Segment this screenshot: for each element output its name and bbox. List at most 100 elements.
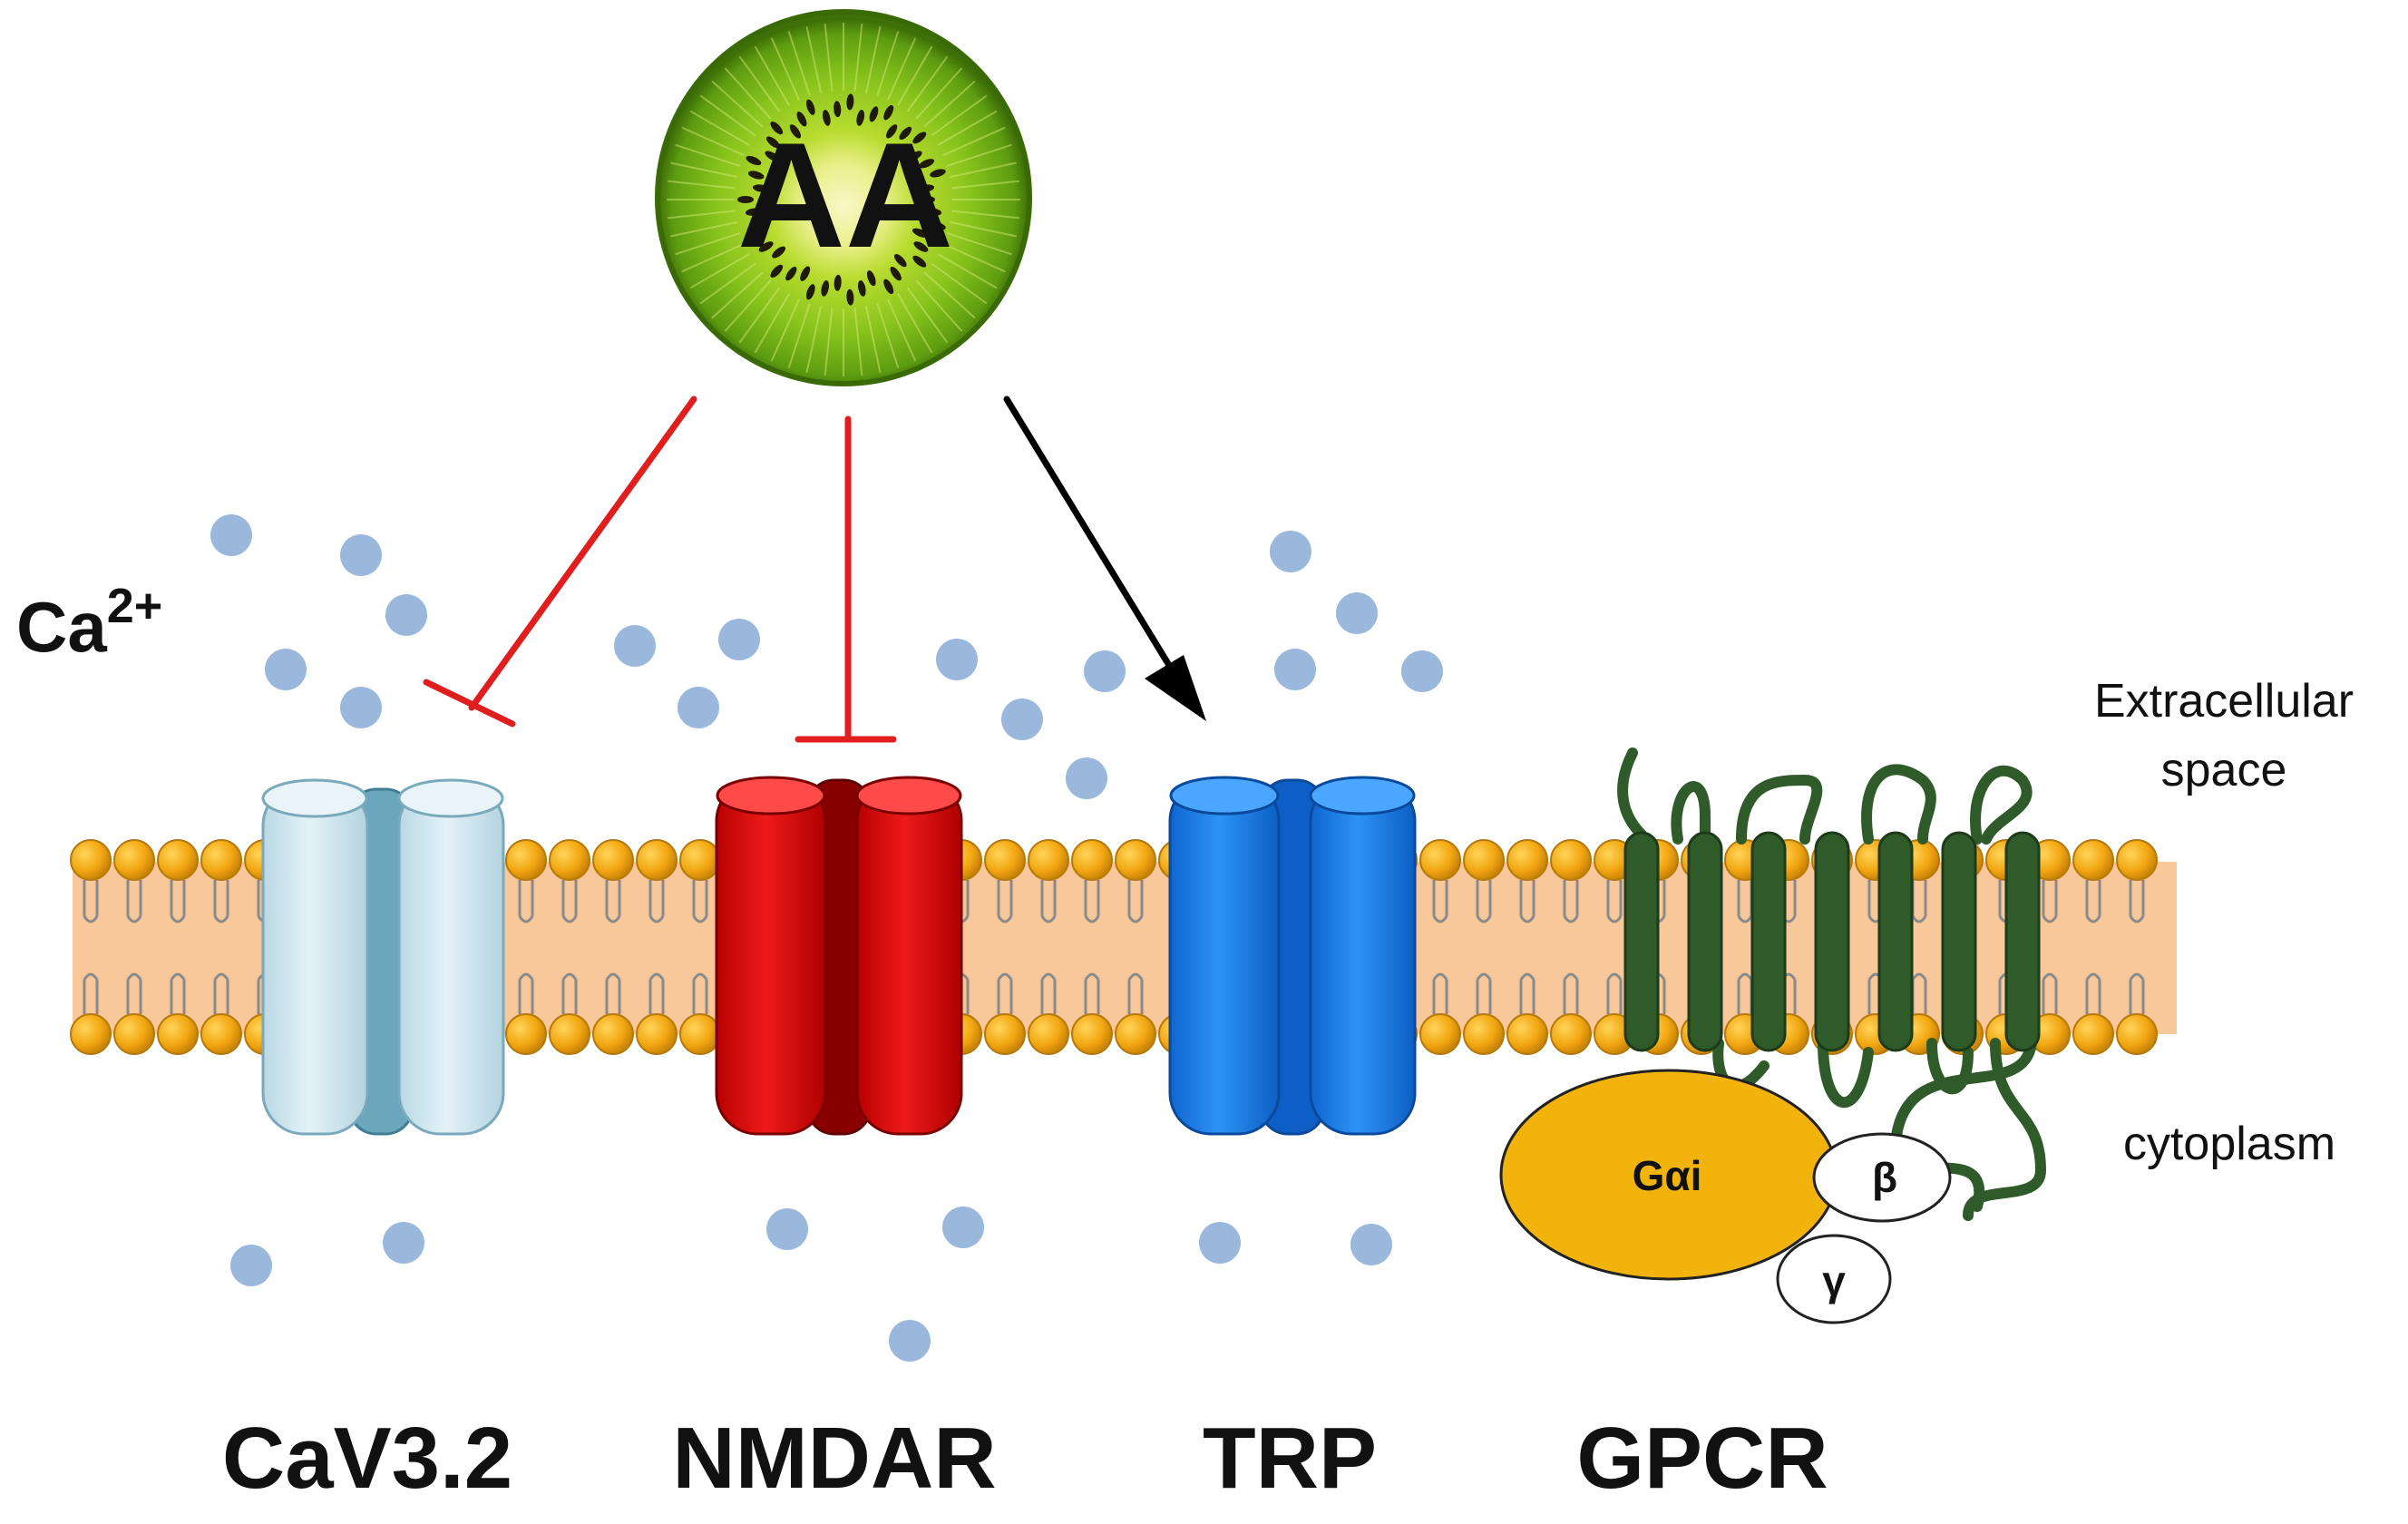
kiwi-seed <box>737 196 754 203</box>
kiwi-fiber <box>853 308 863 376</box>
kiwi-seed <box>765 151 780 161</box>
kiwi-fiber <box>931 94 988 137</box>
cav32-label: CaV3.2 <box>222 1410 512 1507</box>
lipid-head <box>679 1013 721 1055</box>
kiwi-fiber <box>876 31 900 97</box>
kiwi-seed <box>747 171 765 180</box>
kiwi-seed <box>822 110 831 126</box>
kiwi-seed <box>925 208 942 216</box>
lipid-head <box>636 1013 678 1055</box>
lipid-tail <box>2085 880 2101 923</box>
calcium-ion <box>942 1206 984 1248</box>
lipid-tail <box>126 972 142 1014</box>
kiwi-fiber <box>681 242 745 273</box>
calcium-ion <box>265 649 307 690</box>
kiwi-seed <box>785 266 797 281</box>
calcium-ion <box>718 619 760 660</box>
kiwi-fiber <box>897 45 933 106</box>
kiwi-fiber <box>738 287 781 344</box>
lipid-head <box>1419 839 1461 881</box>
kiwi-fiber <box>897 293 933 354</box>
extracellular-label-line1: Extracellular <box>2094 675 2354 728</box>
lipid-head <box>1071 839 1113 881</box>
lipid-tail <box>170 972 186 1014</box>
kiwi-seed <box>846 93 854 111</box>
lipid-tail <box>648 972 665 1014</box>
kiwi-fiber <box>942 126 1006 157</box>
kiwi-fiber <box>675 232 741 256</box>
lipid-head <box>2072 1013 2114 1055</box>
kiwi-seed <box>866 270 876 287</box>
calcium-ion <box>210 514 252 556</box>
kiwi-seed <box>913 241 929 252</box>
ligand-kiwi: AA <box>655 9 1032 386</box>
calcium-ion <box>766 1208 808 1250</box>
kiwi-fiber <box>906 55 949 112</box>
kiwi-fiber <box>711 80 764 128</box>
kiwi-seed <box>746 233 762 244</box>
lipid-tail <box>1127 880 1144 923</box>
calcium-ion <box>1274 649 1316 690</box>
ligand-label: AA <box>737 112 953 278</box>
kiwi-fiber <box>667 180 736 190</box>
lipid-head <box>70 1013 112 1055</box>
kiwi-fiber <box>951 180 1020 190</box>
lipid-tail <box>213 880 229 923</box>
lipid-head <box>70 839 112 881</box>
g-gamma-subunit <box>1776 1234 1892 1324</box>
lipid-tail <box>1040 972 1057 1014</box>
kiwi-fiber <box>937 253 998 289</box>
kiwi-fiber <box>675 143 741 167</box>
trp-label: TRP <box>1203 1410 1377 1507</box>
kiwi-seed <box>805 284 815 300</box>
kiwi-seed <box>856 110 865 126</box>
lipid-head <box>679 839 721 881</box>
kiwi-fiber <box>915 279 963 332</box>
lipid-tail <box>213 972 229 1014</box>
lipid-tail <box>1563 880 1579 923</box>
ion-label: Ca2+ <box>16 579 162 667</box>
lipid-head <box>1115 839 1156 881</box>
lipid-tail <box>2085 972 2101 1014</box>
lipid-head <box>1550 839 1592 881</box>
lipid-head <box>1115 1013 1156 1055</box>
kiwi-seed <box>745 208 762 216</box>
kiwi-seed <box>907 151 922 161</box>
kiwi-fiber <box>689 253 750 289</box>
lipid-tail <box>2129 880 2145 923</box>
calcium-ion <box>1199 1222 1241 1264</box>
lipid-head <box>200 1013 242 1055</box>
kiwi-fiber <box>886 298 917 362</box>
kiwi-seed <box>930 169 946 178</box>
kiwi-seeds <box>667 23 1020 376</box>
lipid-head <box>1028 1013 1069 1055</box>
inhibit-nmdar-arrow <box>795 415 897 743</box>
kiwi-seed <box>912 132 927 144</box>
calcium-ion <box>1401 650 1443 692</box>
lipid-head <box>2116 1013 2158 1055</box>
activate-trp-arrow <box>1003 396 1206 721</box>
inhibit-cav32-arrow <box>423 396 697 728</box>
gpcr-helix <box>1750 831 1787 1052</box>
kiwi-fiber <box>689 110 750 146</box>
kiwi-fiber <box>724 279 772 332</box>
kiwi-fiber <box>787 31 811 97</box>
calcium-ion <box>1350 1224 1392 1265</box>
lipid-head <box>157 1013 199 1055</box>
kiwi-fiber <box>699 94 756 137</box>
calcium-ion <box>1001 698 1043 740</box>
lipid-head <box>984 1013 1026 1055</box>
kiwi-fiber <box>931 262 988 305</box>
calcium-ion <box>1066 757 1107 799</box>
lipid-head <box>113 1013 155 1055</box>
lipid-head <box>1506 1013 1548 1055</box>
kiwi-fiber <box>946 143 1012 167</box>
kiwi-seed <box>770 121 784 135</box>
gpcr-helix <box>2004 831 2041 1052</box>
lipid-tail <box>1040 880 1057 923</box>
g-gamma-label: γ <box>1822 1257 1846 1304</box>
kiwi-seed <box>885 124 898 139</box>
lipid-tail <box>997 880 1013 923</box>
gpcr-label: GPCR <box>1576 1410 1828 1507</box>
